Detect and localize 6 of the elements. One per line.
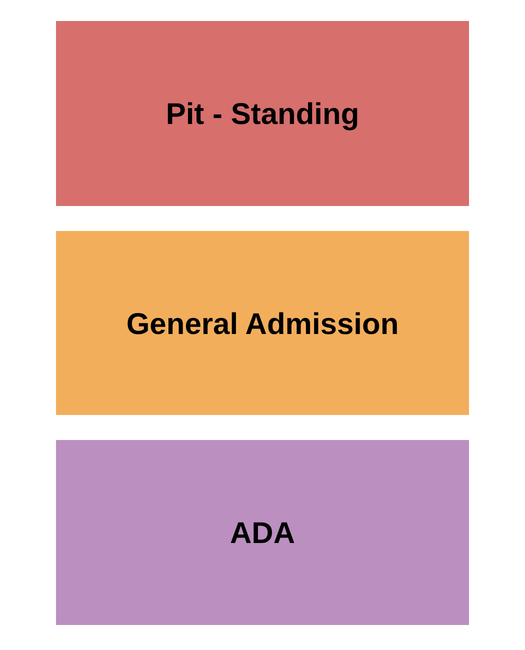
seating-section (56, 231, 469, 415)
seating-section (56, 440, 469, 625)
section-name: ADA (230, 517, 295, 552)
section-name: General Admission (126, 308, 399, 342)
section-name: Pit - Standing (166, 98, 360, 133)
seating-section (56, 21, 469, 206)
